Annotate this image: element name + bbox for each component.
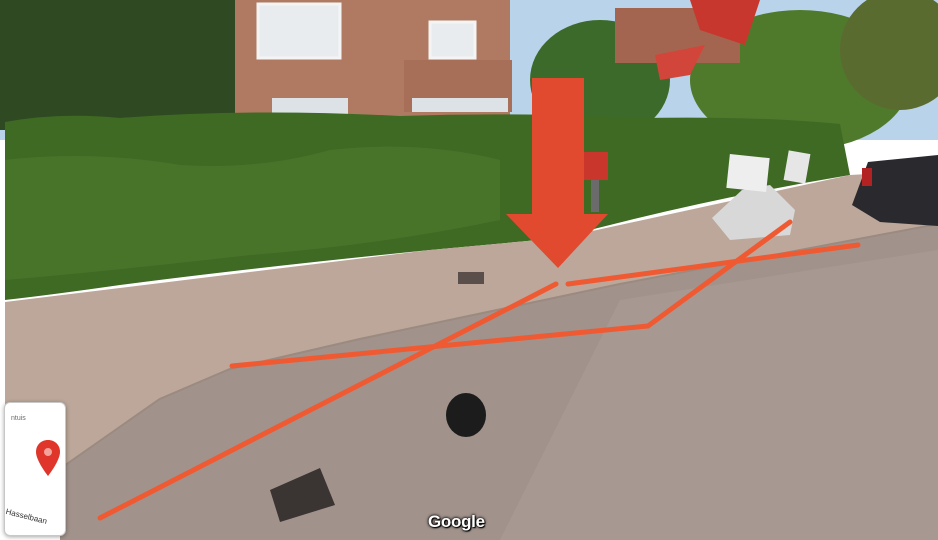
mini-map[interactable]: ntuis Hasselbaan (4, 402, 66, 536)
red-roof (655, 45, 705, 80)
hedge-highlight (5, 146, 500, 280)
background-trees (0, 0, 240, 130)
house-window (256, 2, 342, 60)
cross-annotation (97, 219, 861, 521)
red-roof (690, 0, 760, 45)
sidewalk-drain (458, 272, 484, 284)
cross-line (97, 281, 559, 521)
mini-map-label: ntuis (11, 415, 26, 422)
street-drain (270, 468, 335, 522)
car-tail-light (862, 168, 872, 186)
mailbox-post (591, 180, 599, 212)
camera-shadow (446, 393, 486, 437)
cross-line (565, 242, 861, 287)
road-worn-area (500, 250, 938, 540)
down-arrow-icon (506, 78, 608, 268)
sidewalk (5, 170, 938, 480)
mailbox (584, 152, 608, 180)
background-tree (840, 0, 938, 110)
debris-bags (712, 185, 795, 240)
map-pin-icon (36, 440, 60, 476)
mini-map-street-label: Hasselbaan (4, 507, 48, 526)
house-window (428, 20, 477, 60)
google-watermark: Google (428, 512, 485, 531)
white-board (783, 150, 811, 184)
white-board (726, 154, 770, 192)
house-window (412, 98, 508, 112)
parked-car (852, 155, 938, 226)
cross-line (229, 219, 793, 369)
